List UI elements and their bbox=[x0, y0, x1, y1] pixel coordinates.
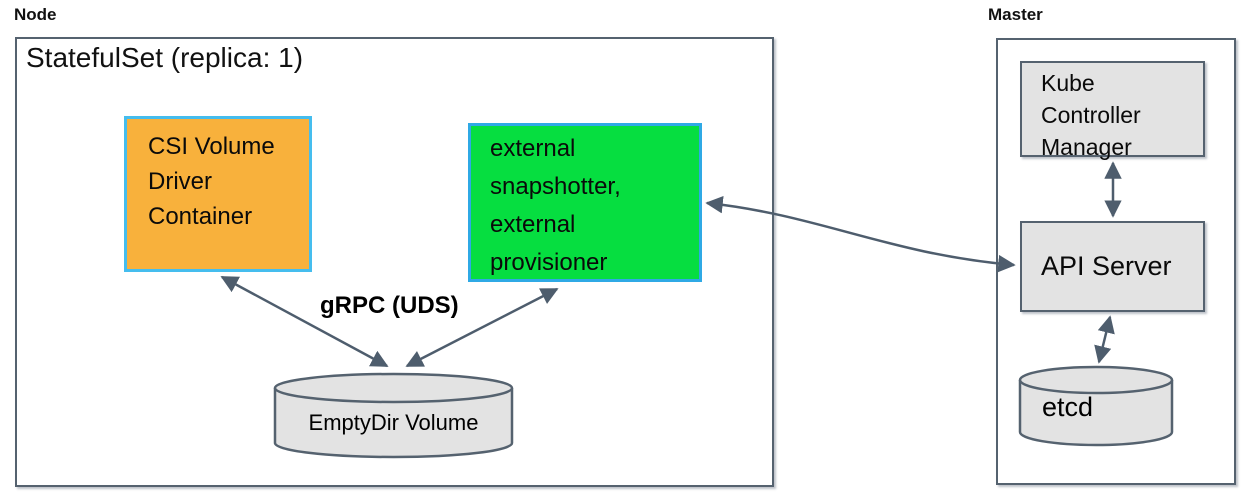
csi-box-line: CSI Volume bbox=[148, 133, 275, 160]
api-server-box: API Server bbox=[1020, 221, 1205, 312]
kcm-box-line: Controller bbox=[1041, 102, 1141, 128]
emptydir-volume-label: EmptyDir Volume bbox=[308, 410, 479, 435]
kube-controller-manager-box: Kube Controller Manager bbox=[1020, 61, 1205, 160]
kcm-box-line: Kube bbox=[1041, 70, 1095, 96]
grpc-uds-label: gRPC (UDS) bbox=[320, 292, 459, 319]
csi-volume-driver-container-box: CSI Volume Driver Container bbox=[124, 116, 312, 272]
csi-box-line: Container bbox=[148, 203, 253, 230]
csi-box-line: Driver bbox=[148, 168, 212, 195]
api-server-label: API Server bbox=[1041, 251, 1172, 281]
sidecar-box-line: external bbox=[490, 211, 576, 238]
kcm-box-line: Manager bbox=[1041, 134, 1132, 160]
node-label: Node bbox=[14, 5, 57, 24]
external-snapshotter-provisioner-box: external snapshotter, external provision… bbox=[468, 123, 702, 282]
sidecar-box-line: snapshotter, bbox=[490, 173, 621, 200]
statefulset-title: StatefulSet (replica: 1) bbox=[26, 42, 304, 73]
master-label: Master bbox=[988, 5, 1043, 24]
sidecar-box-line: external bbox=[490, 135, 576, 162]
etcd-label: etcd bbox=[1042, 392, 1094, 422]
sidecar-box-line: provisioner bbox=[490, 249, 608, 276]
